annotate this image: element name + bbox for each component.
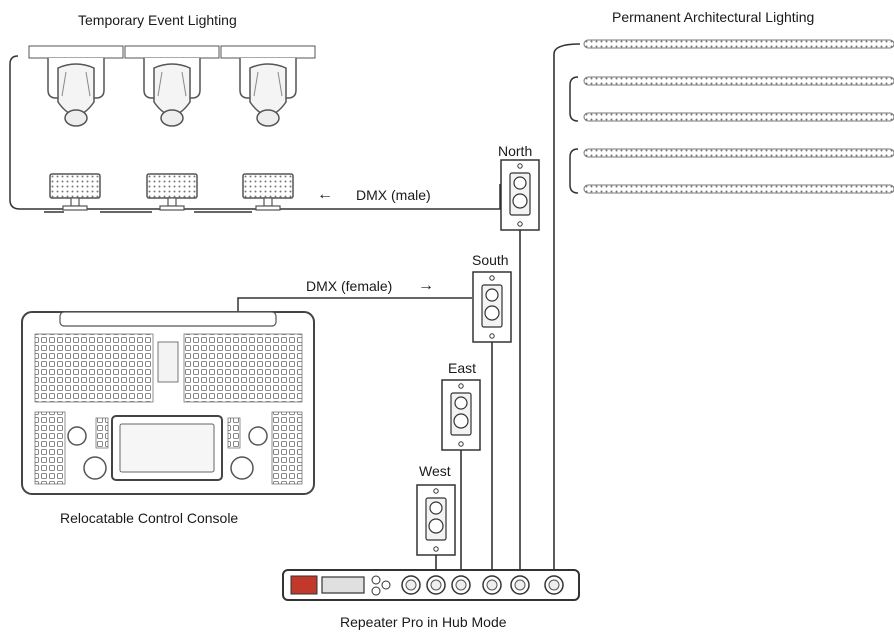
moving-head-1 (28, 45, 124, 127)
temporary-lighting-label: Temporary Event Lighting (78, 12, 237, 28)
led-strip-fixtures (583, 39, 894, 194)
console-label: Relocatable Control Console (60, 510, 239, 526)
dmx-female-cable (237, 297, 472, 312)
wallplate-north (500, 159, 540, 231)
north-label: North (498, 143, 533, 159)
moving-head-3 (220, 45, 316, 127)
wallplate-east (441, 379, 481, 451)
led-panel-fixtures (49, 173, 294, 211)
led-strip-3 (583, 112, 894, 122)
led-strip-2 (583, 76, 894, 86)
repeater-hub (282, 569, 580, 601)
left-arrow-icon: ← (317, 186, 333, 203)
led-panel-1 (49, 173, 101, 211)
moving-head-2 (124, 45, 220, 127)
west-label: West (419, 463, 451, 479)
dmx-female-label: DMX (female) (306, 278, 393, 294)
moving-head-fixtures (28, 45, 316, 127)
permanent-lighting-label: Permanent Architectural Lighting (612, 9, 815, 25)
wallplate-south (472, 271, 512, 343)
hub-port-4 (482, 575, 502, 595)
hub-port-5 (510, 575, 530, 595)
hub-port-6 (544, 575, 564, 595)
led-panel-3 (242, 173, 294, 211)
led-strip-4 (583, 148, 894, 158)
hub-port-2 (426, 575, 446, 595)
hub-port-3 (451, 575, 471, 595)
control-console (21, 311, 315, 495)
wallplate-west (416, 484, 456, 556)
led-strip-5 (583, 184, 894, 194)
right-arrow-icon: → (418, 277, 434, 294)
strip-brackets (569, 76, 579, 194)
hub-cables (435, 43, 581, 570)
south-label: South (472, 252, 509, 268)
dmx-male-label: DMX (male) (356, 187, 431, 203)
east-label: East (448, 360, 477, 376)
dmx-male-cable (9, 55, 501, 213)
hub-port-1 (401, 575, 421, 595)
led-strip-1 (583, 39, 894, 49)
led-panel-2 (146, 173, 198, 211)
hub-label: Repeater Pro in Hub Mode (340, 614, 507, 630)
